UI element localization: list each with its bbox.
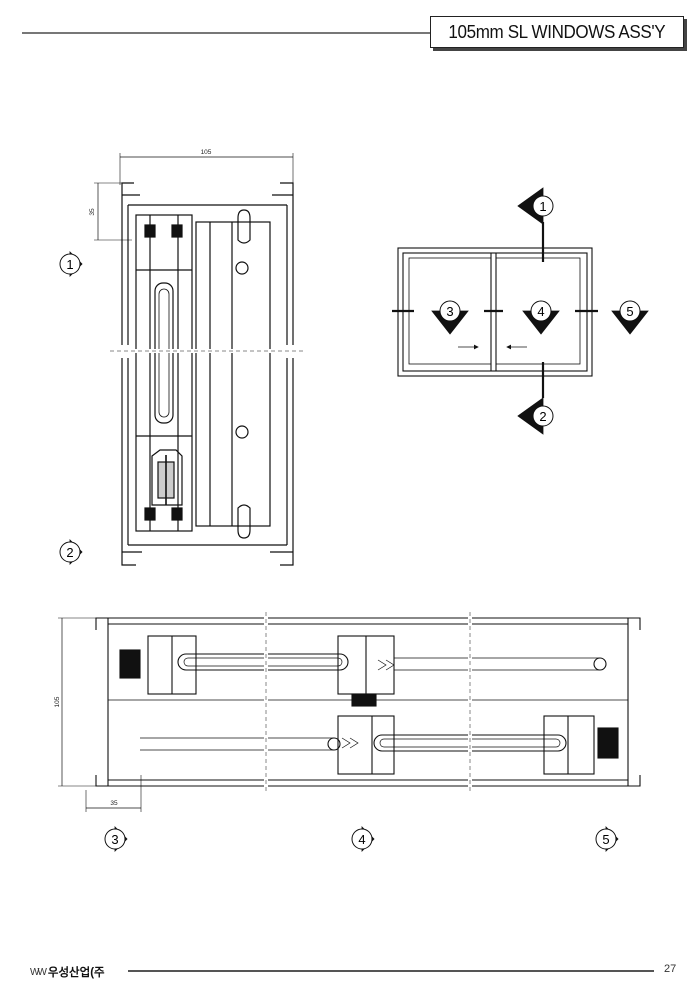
marker-label-3-bottom: 3 xyxy=(111,832,118,847)
marker-label-4-elevation: 4 xyxy=(537,304,544,319)
marker-label-3-elevation: 3 xyxy=(446,304,453,319)
header-rule xyxy=(22,32,432,34)
logo-mark-icon: WW xyxy=(30,966,47,978)
dim-horizontal-jamb: 35 xyxy=(110,800,118,807)
title-box: 105mm SL WINDOWS ASS'Y xyxy=(430,16,684,48)
marker-label-2-left: 2 xyxy=(66,545,73,560)
section-marker-1-left: 1 xyxy=(59,251,83,277)
dim-vertical-head: 35 xyxy=(89,208,96,216)
dim-horizontal-height: 105 xyxy=(54,696,61,707)
section-marker-1-elevation: 1 xyxy=(517,187,554,225)
section-marker-3-elevation: 3 xyxy=(431,300,469,335)
marker-label-5-elevation: 5 xyxy=(626,304,633,319)
page-number: 27 xyxy=(664,963,677,975)
window-elevation xyxy=(392,222,598,398)
marker-label-4-bottom: 4 xyxy=(358,832,365,847)
marker-label-5-bottom: 5 xyxy=(602,832,609,847)
footer-rule xyxy=(128,970,654,972)
marker-label-2-elevation: 2 xyxy=(539,409,546,424)
dim-vertical-width: 105 xyxy=(201,149,212,156)
vertical-section xyxy=(94,153,305,566)
section-marker-4-elevation: 4 xyxy=(522,300,560,335)
marker-label-1-elevation: 1 xyxy=(539,199,546,214)
section-marker-5-bottom: 5 xyxy=(595,826,619,852)
section-marker-4-bottom: 4 xyxy=(351,826,375,852)
company-name: 우성산업(주 xyxy=(47,967,105,979)
section-marker-3-bottom: 3 xyxy=(104,826,128,852)
section-marker-5-elevation: 5 xyxy=(611,300,649,335)
section-marker-2-left: 2 xyxy=(59,539,83,565)
company-logo: WW 우성산업(주 xyxy=(30,964,105,980)
page-title: 105mm SL WINDOWS ASS'Y xyxy=(448,21,666,42)
horizontal-section xyxy=(58,612,641,812)
marker-label-1-left: 1 xyxy=(66,257,73,272)
section-marker-2-elevation: 2 xyxy=(517,397,554,435)
